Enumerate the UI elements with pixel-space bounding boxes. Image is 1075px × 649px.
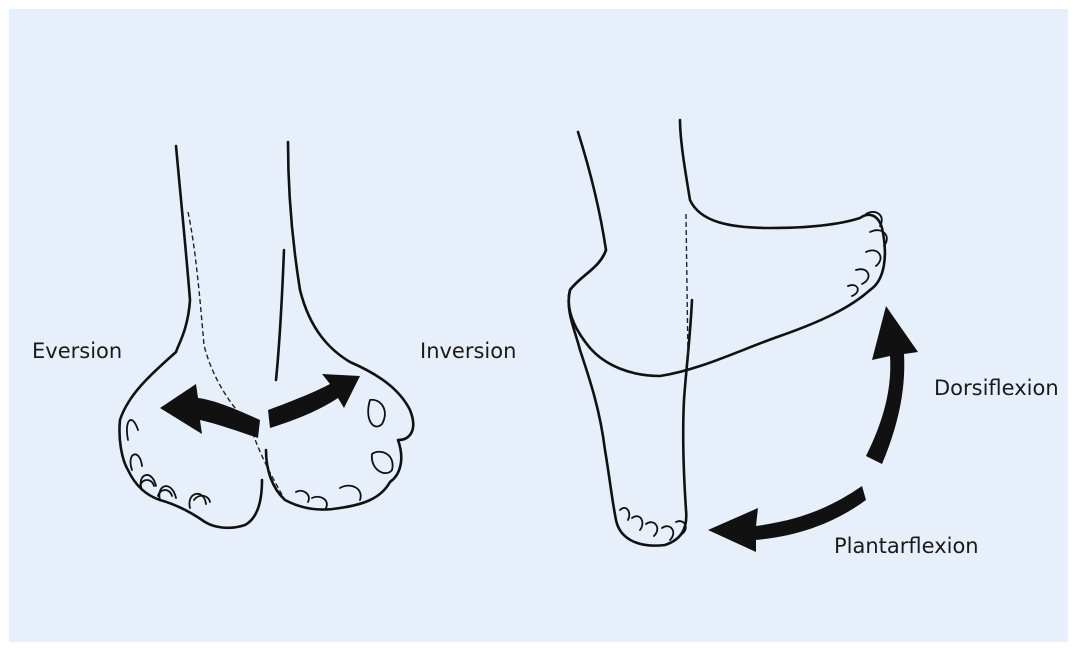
dorsiflexion-arrow — [866, 306, 918, 464]
dorsiflexed-foot-outline — [569, 120, 885, 376]
plantarflexed-toes — [620, 508, 686, 540]
dorsiflexed-toes — [848, 212, 887, 296]
eversion-label: Eversion — [32, 341, 122, 362]
eversion-arrow — [160, 384, 260, 438]
left-foot-front — [119, 146, 262, 528]
left-leg-midline — [188, 212, 250, 425]
front-view-feet — [119, 142, 413, 528]
inversion-label: Inversion — [420, 341, 516, 362]
left-foot-toenails — [140, 480, 210, 502]
inversion-arrow — [268, 374, 360, 428]
dorsiflexion-label: Dorsiflexion — [934, 378, 1059, 399]
side-view-foot — [569, 120, 918, 552]
right-foot-toes — [296, 400, 393, 508]
left-leg-outline — [119, 146, 262, 528]
left-foot-toes — [127, 420, 206, 508]
side-leg-midline — [686, 214, 688, 360]
plantarflexed-foot-outline — [569, 250, 692, 546]
right-leg-inner — [276, 250, 284, 380]
right-leg-outline — [266, 142, 413, 510]
plantarflexion-label: Plantarflexion — [834, 536, 979, 557]
right-foot-front — [250, 142, 413, 510]
